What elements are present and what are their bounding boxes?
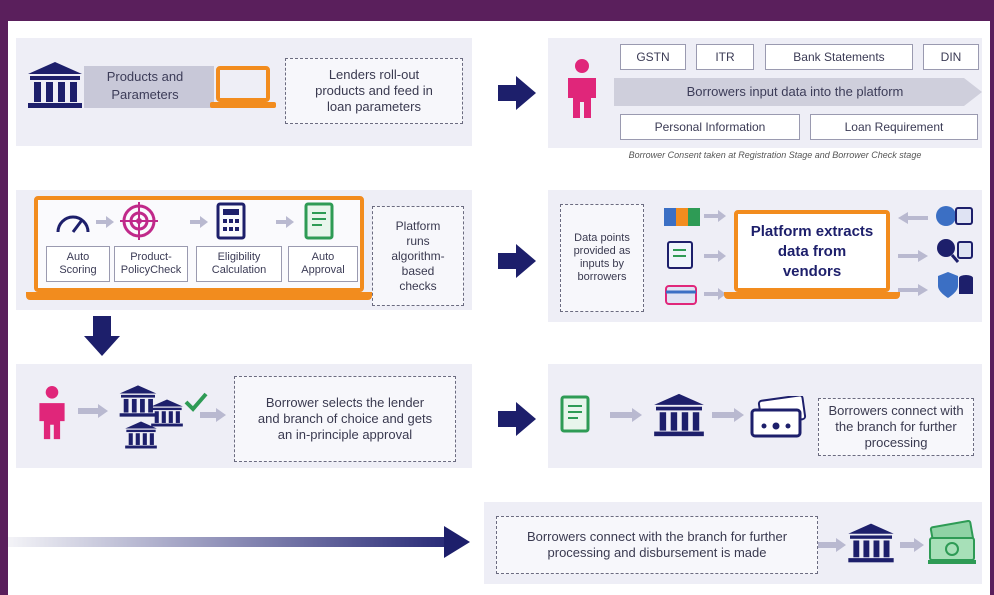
arrow-right-icon	[704, 210, 726, 222]
chip-itr: ITR	[696, 44, 754, 70]
arrow-right-icon	[898, 284, 928, 296]
document-icon	[560, 395, 590, 433]
calculator-icon	[216, 202, 246, 240]
top-frame-bar	[0, 0, 994, 21]
right-frame-bar	[990, 0, 994, 595]
chip-loan-requirement: Loan Requirement	[810, 114, 978, 140]
arrow-right-icon	[200, 408, 226, 422]
search-icon	[937, 239, 973, 263]
step-auto-approval: Auto Approval	[288, 246, 358, 282]
arrow-left-icon	[898, 212, 928, 224]
arrow-right-icon	[704, 250, 726, 262]
arrow-right-icon	[96, 216, 114, 228]
products-label-bg	[84, 66, 214, 108]
borrowers-connect-box: Borrowers connect with the branch for fu…	[818, 398, 974, 456]
left-frame-bar	[0, 0, 8, 595]
arrow-right-icon	[818, 538, 846, 552]
bank-icon	[654, 393, 704, 437]
server-icon	[936, 206, 973, 226]
arrow-right-icon	[498, 244, 536, 278]
bank-icon	[119, 385, 157, 417]
products-text: Products and Parameters	[106, 69, 184, 102]
arrow-right-icon	[704, 288, 726, 300]
data-input-banner: Borrowers input data into the platform	[686, 84, 904, 99]
platform-checks-box: Platform runs algorithm-based checks	[372, 206, 464, 306]
arrow-right-icon	[610, 408, 642, 422]
speedometer-icon	[56, 215, 90, 233]
borrower-selects-box: Borrower selects the lender and branch o…	[234, 376, 456, 462]
arrow-right-icon	[898, 250, 928, 262]
step-product-policy-check: Product-PolicyCheck	[114, 246, 188, 282]
chip-gstn: GSTN	[620, 44, 686, 70]
data-source-icon	[664, 208, 700, 226]
chip-bank-statements: Bank Statements	[765, 44, 913, 70]
arrow-right-icon	[712, 408, 744, 422]
bank-icon	[151, 399, 183, 427]
extract-frame	[734, 210, 890, 292]
database-icon	[938, 272, 973, 298]
long-arrow-gradient	[8, 537, 446, 547]
bank-icon	[125, 421, 157, 449]
steps-base	[26, 292, 372, 300]
arrow-right-icon	[444, 526, 470, 558]
disbursement-box: Borrowers connect with the branch for fu…	[496, 516, 818, 574]
lenders-rollout-box: Lenders roll-out products and feed in lo…	[285, 58, 463, 124]
consent-caption: Borrower Consent taken at Registration S…	[628, 150, 922, 160]
arrow-down-icon	[84, 316, 120, 356]
data-points-box: Data points provided as inputs by borrow…	[560, 204, 644, 312]
arrow-right-icon	[276, 216, 294, 228]
bank-icon	[28, 62, 82, 108]
arrow-right-icon	[498, 76, 536, 110]
card-icon	[665, 285, 697, 305]
person-icon	[568, 59, 596, 118]
bank-icon	[848, 523, 894, 563]
laptop-icon	[210, 66, 276, 108]
arrow-right-icon	[900, 538, 924, 552]
extract-base	[724, 292, 900, 299]
chip-din: DIN	[923, 44, 979, 70]
chip-personal-information: Personal Information	[620, 114, 800, 140]
document-icon	[304, 202, 334, 240]
checkmark-icon	[184, 392, 208, 412]
card-icon	[750, 396, 807, 438]
data-input-banner-shape	[614, 78, 982, 106]
extract-text: Platform extracts data from vendors	[750, 223, 874, 280]
arrow-right-icon	[78, 404, 108, 418]
person-icon	[39, 386, 65, 440]
arrow-right-icon	[190, 216, 208, 228]
step-auto-scoring: Auto Scoring	[46, 246, 110, 282]
target-icon	[120, 202, 158, 240]
money-icon	[928, 520, 976, 564]
step-eligibility-calculation: Eligibility Calculation	[196, 246, 282, 282]
form-icon	[667, 241, 693, 269]
arrow-right-icon	[498, 402, 536, 436]
